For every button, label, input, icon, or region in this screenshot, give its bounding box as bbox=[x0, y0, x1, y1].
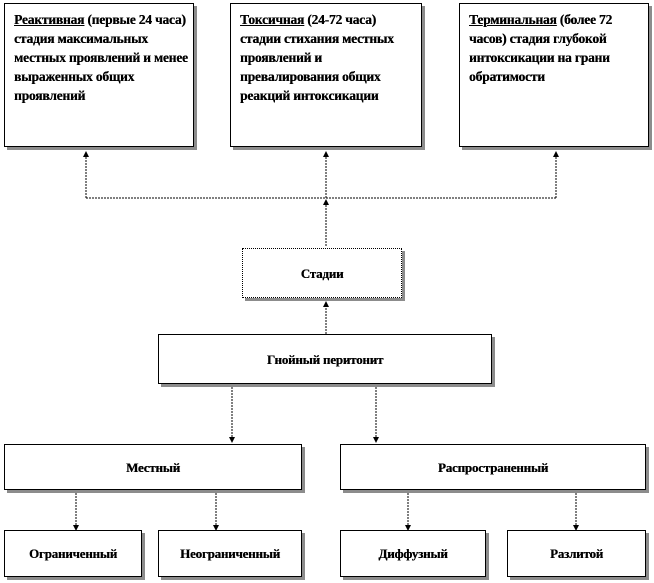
stage-text-reactive: Реактивная (первые 24 часа) стадия макси… bbox=[14, 10, 190, 105]
leaf-label-limited: Ограниченный bbox=[28, 546, 118, 561]
mid-box-widespread: Распространенный bbox=[340, 444, 646, 490]
stage-box-terminal: Терминальная (более 72 часов) стадия глу… bbox=[459, 3, 649, 147]
mid-box-local: Местный bbox=[4, 444, 302, 490]
stage-box-toxic: Токсичная (24-72 часа) стадии стихания м… bbox=[230, 3, 422, 147]
root-box: Гнойный перитонит bbox=[158, 334, 492, 384]
stage-title-terminal: Терминальная bbox=[469, 12, 557, 27]
mid-label-local: Местный bbox=[126, 459, 180, 475]
leaf-label-unlimited: Неограниченный bbox=[180, 546, 280, 561]
stage-text-terminal: Терминальная (более 72 часов) стадия глу… bbox=[469, 10, 645, 86]
mid-label-widespread: Распространенный bbox=[437, 459, 549, 475]
stage-title-reactive: Реактивная bbox=[14, 12, 85, 27]
stage-box-reactive: Реактивная (первые 24 часа) стадия макси… bbox=[4, 3, 194, 147]
stage-desc-toxic: (24-72 часа) стадии стихания местных про… bbox=[240, 12, 394, 103]
leaf-box-spilled: Разлитой bbox=[507, 530, 646, 577]
stage-desc-terminal: (более 72 часов) стадия глубокой интокси… bbox=[469, 12, 613, 84]
stadii-label: Стадии bbox=[300, 265, 344, 281]
leaf-box-limited: Ограниченный bbox=[4, 530, 142, 577]
stage-text-toxic: Токсичная (24-72 часа) стадии стихания м… bbox=[240, 10, 418, 105]
leaf-box-unlimited: Неограниченный bbox=[158, 530, 302, 577]
root-label: Гнойный перитонит bbox=[266, 351, 384, 367]
leaf-box-diffuse: Диффузный bbox=[340, 530, 486, 577]
leaf-label-spilled: Разлитой bbox=[549, 546, 604, 561]
stadii-box: Стадии bbox=[242, 248, 402, 298]
stage-desc-reactive: (первые 24 часа) стадия максимальных мес… bbox=[14, 12, 188, 103]
leaf-label-diffuse: Диффузный bbox=[378, 546, 448, 561]
stage-title-toxic: Токсичная bbox=[240, 12, 305, 27]
